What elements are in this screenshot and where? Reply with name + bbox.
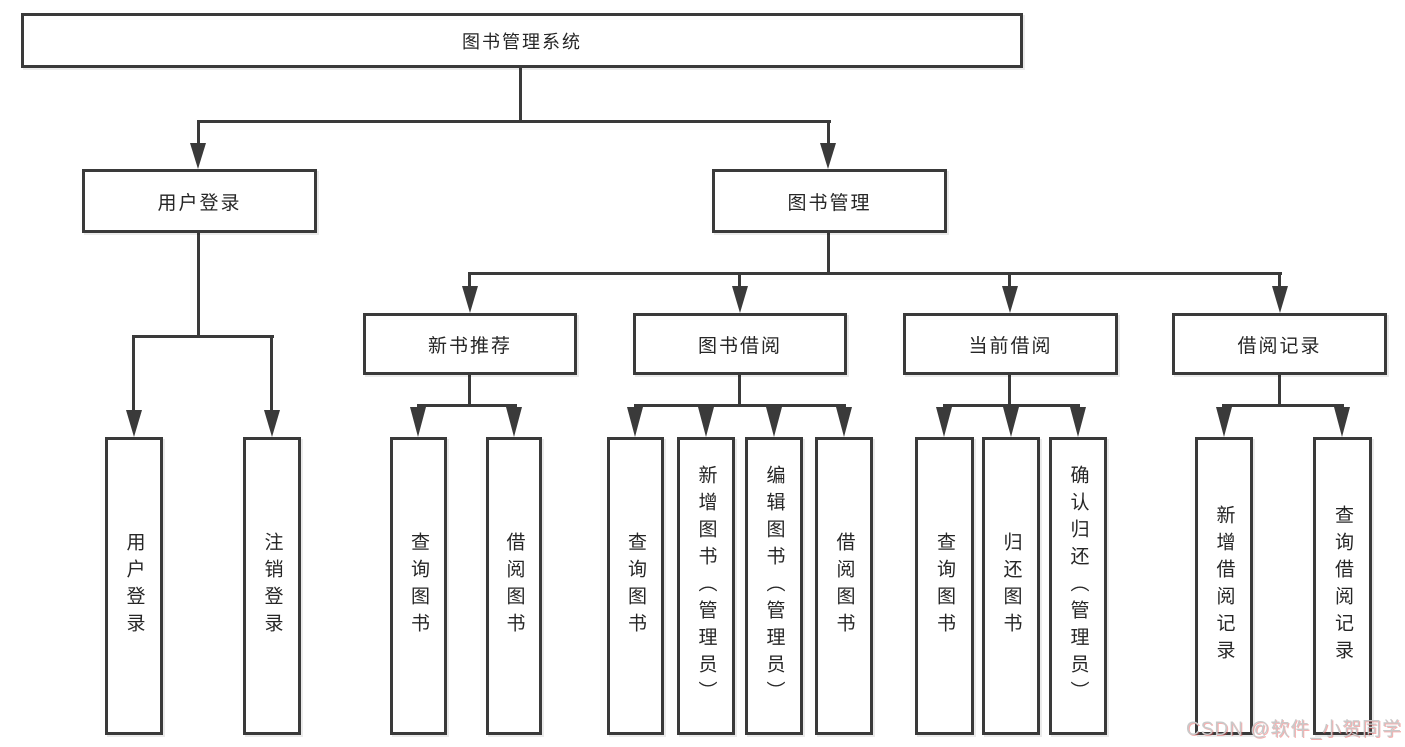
leaf-return-books: 归还图书 bbox=[982, 437, 1040, 735]
arrow-down-icon bbox=[1003, 407, 1019, 437]
leaf-label: 新增借阅记录 bbox=[1213, 505, 1235, 667]
leaf-label: 归还图书 bbox=[1000, 532, 1022, 640]
leaf-label: 新增图书（管理员） bbox=[695, 464, 717, 708]
leaf-user-login: 用户登录 bbox=[105, 437, 163, 735]
leaf-label: 编辑图书（管理员） bbox=[763, 464, 785, 708]
connector-stub-borrow bbox=[738, 275, 741, 288]
connector-borrow-horizontal bbox=[634, 404, 846, 407]
connector-login-vertical bbox=[197, 233, 200, 337]
node-borrow-records: 借阅记录 bbox=[1172, 313, 1387, 375]
connector-root-vertical bbox=[519, 68, 522, 123]
node-root-label: 图书管理系统 bbox=[462, 31, 582, 52]
arrow-down-icon bbox=[766, 407, 782, 437]
leaf-add-borrow-record: 新增借阅记录 bbox=[1195, 437, 1253, 735]
node-user-login-branch: 用户登录 bbox=[82, 169, 317, 233]
leaf-borrow-books-2: 借阅图书 bbox=[815, 437, 873, 735]
connector-current-horizontal bbox=[943, 404, 1080, 407]
arrow-down-icon bbox=[1070, 407, 1086, 437]
leaf-add-books-admin: 新增图书（管理员） bbox=[677, 437, 735, 735]
arrow-down-icon bbox=[462, 286, 478, 313]
connector-stub-records bbox=[1278, 275, 1281, 288]
arrow-down-icon bbox=[1002, 286, 1018, 313]
connector-root-horizontal bbox=[197, 120, 831, 123]
watermark: CSDN @软件_小贺同学 bbox=[1186, 719, 1402, 740]
arrow-down-icon bbox=[836, 407, 852, 437]
node-label: 用户登录 bbox=[157, 192, 242, 214]
leaf-label: 查询图书 bbox=[625, 532, 646, 640]
connector-stub-login-child2 bbox=[270, 338, 273, 412]
leaf-edit-books-admin: 编辑图书（管理员） bbox=[745, 437, 803, 735]
connector-records-vertical bbox=[1278, 375, 1281, 406]
arrow-down-icon bbox=[732, 286, 748, 313]
leaf-label: 借阅图书 bbox=[503, 532, 525, 640]
node-label: 新书推荐 bbox=[427, 335, 512, 357]
leaf-label: 确认归还（管理员） bbox=[1067, 464, 1089, 708]
node-label: 当前借阅 bbox=[968, 335, 1053, 357]
connector-stub-book-mgmt bbox=[827, 123, 830, 145]
arrow-down-icon bbox=[1216, 407, 1232, 437]
node-label: 图书管理 bbox=[787, 192, 872, 214]
leaf-query-borrow-record: 查询借阅记录 bbox=[1313, 437, 1372, 735]
arrow-down-icon bbox=[126, 410, 142, 437]
connector-mgmt-vertical bbox=[827, 233, 830, 274]
leaf-label: 查询图书 bbox=[934, 532, 955, 640]
node-label: 图书借阅 bbox=[697, 335, 782, 357]
node-book-mgmt-branch: 图书管理 bbox=[712, 169, 947, 233]
node-root: 图书管理系统 bbox=[21, 13, 1023, 68]
connector-mgmt-horizontal bbox=[468, 272, 1282, 275]
leaf-confirm-return-admin: 确认归还（管理员） bbox=[1049, 437, 1107, 735]
leaf-query-books-3: 查询图书 bbox=[915, 437, 974, 735]
arrow-down-icon bbox=[264, 410, 280, 437]
node-label: 借阅记录 bbox=[1237, 335, 1322, 357]
arrow-down-icon bbox=[820, 143, 836, 169]
connector-stub-user-login bbox=[197, 123, 200, 145]
connector-newbook-vertical bbox=[468, 375, 471, 406]
connector-records-horizontal bbox=[1222, 404, 1344, 407]
connector-borrow-vertical bbox=[738, 375, 741, 406]
connector-login-horizontal bbox=[132, 335, 274, 338]
leaf-label: 注销登录 bbox=[261, 532, 283, 640]
connector-stub-current bbox=[1008, 275, 1011, 288]
connector-stub-newbook bbox=[468, 275, 471, 288]
arrow-down-icon bbox=[190, 143, 206, 169]
leaf-label: 借阅图书 bbox=[833, 532, 855, 640]
arrow-down-icon bbox=[410, 407, 426, 437]
leaf-label: 用户登录 bbox=[123, 532, 145, 640]
arrow-down-icon bbox=[506, 407, 522, 437]
node-current-borrow: 当前借阅 bbox=[903, 313, 1118, 375]
leaf-label: 查询图书 bbox=[408, 532, 429, 640]
leaf-query-books-2: 查询图书 bbox=[607, 437, 664, 735]
connector-stub-login-child1 bbox=[132, 338, 135, 412]
node-new-book-recommend: 新书推荐 bbox=[363, 313, 577, 375]
arrow-down-icon bbox=[627, 407, 643, 437]
leaf-label: 查询借阅记录 bbox=[1332, 505, 1353, 667]
arrow-down-icon bbox=[1272, 286, 1288, 313]
leaf-borrow-books-1: 借阅图书 bbox=[486, 437, 542, 735]
arrow-down-icon bbox=[936, 407, 952, 437]
node-book-borrow: 图书借阅 bbox=[633, 313, 847, 375]
arrow-down-icon bbox=[698, 407, 714, 437]
arrow-down-icon bbox=[1334, 407, 1350, 437]
connector-newbook-horizontal bbox=[417, 404, 517, 407]
connector-current-vertical bbox=[1008, 375, 1011, 406]
leaf-query-books-1: 查询图书 bbox=[390, 437, 447, 735]
leaf-logout: 注销登录 bbox=[243, 437, 301, 735]
